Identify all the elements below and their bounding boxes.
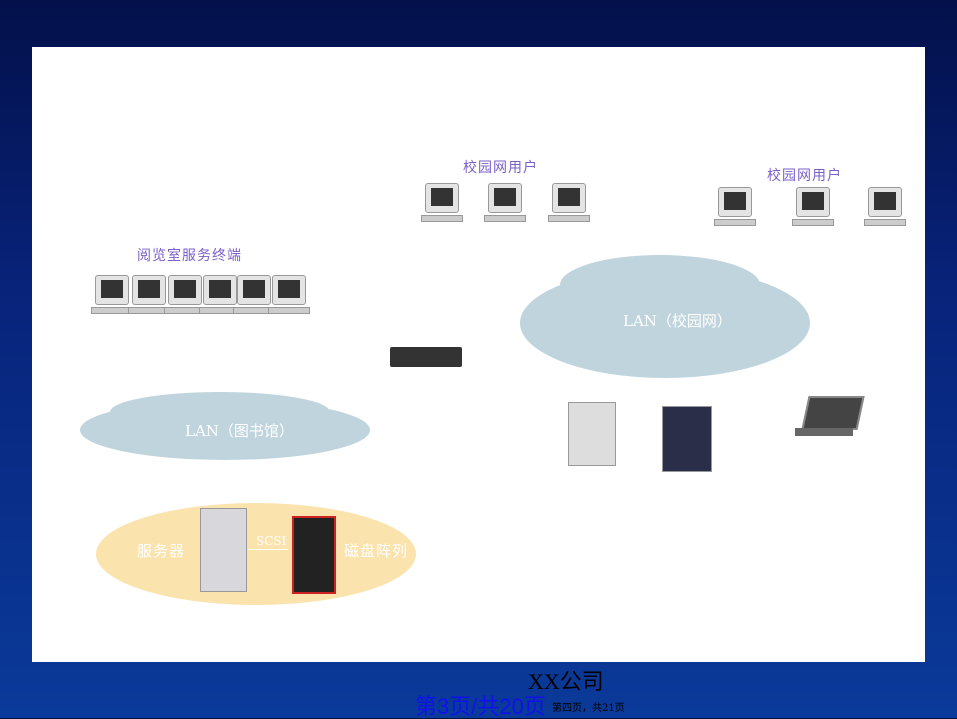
library-lan-label: LAN（图书馆） (185, 422, 294, 440)
laptop-icon (801, 396, 865, 430)
computer-icon (792, 187, 834, 227)
computer-icon (199, 275, 241, 315)
disk-array-icon (292, 516, 336, 594)
company-name: XX公司 (528, 669, 604, 694)
computer-icon (128, 275, 170, 315)
computer-icon (91, 275, 133, 315)
disk-array-label: 磁盘阵列 (344, 542, 409, 560)
server-label: 服务器 (137, 542, 186, 560)
page-number: 第3页/共20页 (415, 694, 546, 719)
page-number-small: 第四页，共21页 (552, 703, 625, 714)
laptop-base-icon (795, 428, 853, 436)
computer-icon (548, 183, 590, 223)
scsi-link (248, 549, 288, 550)
server-icon (568, 402, 616, 466)
campus-users-label: 校园网用户 (463, 160, 538, 176)
computer-icon (268, 275, 310, 315)
server-icon (200, 508, 247, 592)
computer-icon (484, 183, 526, 223)
scsi-label: SCSI (256, 534, 287, 548)
campus-users-label: 校园网用户 (767, 168, 842, 184)
storage-area (96, 503, 416, 605)
computer-icon (714, 187, 756, 227)
reading-room-label: 阅览室服务终端 (137, 248, 242, 264)
campus-lan-label: LAN（校园网） (623, 312, 732, 330)
computer-icon (864, 187, 906, 227)
computer-icon (233, 275, 275, 315)
server-rack-icon (662, 406, 712, 472)
router-icon (390, 347, 462, 367)
computer-icon (421, 183, 463, 223)
computer-icon (164, 275, 206, 315)
